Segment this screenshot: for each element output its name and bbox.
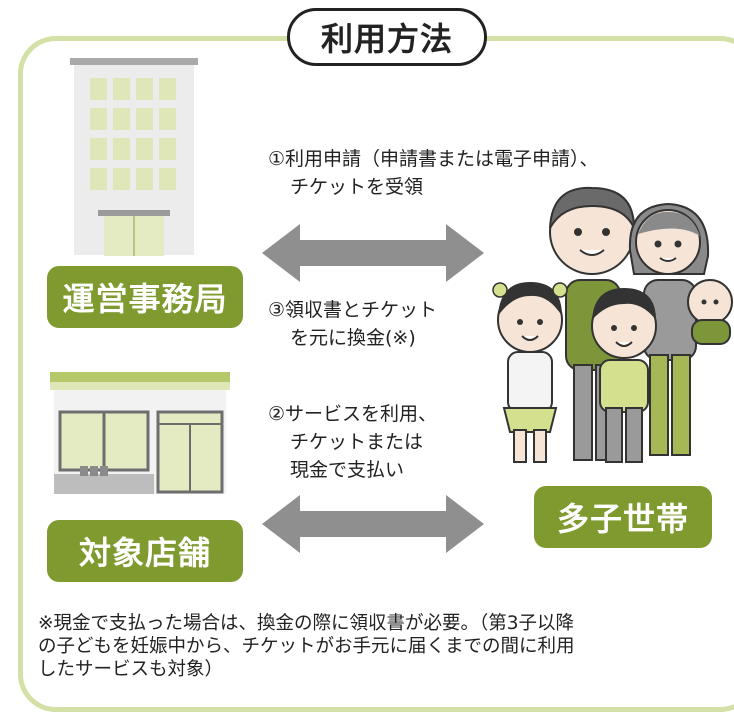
label-office: 運営事務局 bbox=[47, 266, 243, 328]
step2-line2: チケットまたは bbox=[290, 431, 424, 453]
mother-figure bbox=[628, 202, 710, 456]
step3-line1: ③領収書とチケット bbox=[268, 299, 438, 321]
store-icon bbox=[50, 372, 230, 494]
label-family: 多子世帯 bbox=[534, 486, 712, 548]
family-illustration bbox=[492, 186, 733, 463]
label-store: 対象店舗 bbox=[47, 520, 243, 582]
footnote: ※現金で支払った場合は、換金の際に領収書が必要。（第3子以降 の子どもを妊娠中か… bbox=[38, 612, 718, 681]
step2-line3: 現金で支払い bbox=[290, 459, 405, 481]
girl-figure bbox=[492, 282, 568, 463]
step1-line2: チケットを受領 bbox=[290, 176, 424, 198]
baby-figure bbox=[687, 279, 733, 345]
footnote-line3: したサービスも対象） bbox=[38, 659, 224, 680]
double-arrow-bottom-icon bbox=[262, 495, 484, 553]
footnote-line2: の子どもを妊娠中から、チケットがお手元に届くまでの間に利用 bbox=[38, 636, 575, 657]
office-building-icon bbox=[70, 58, 198, 256]
page-title: 利用方法 bbox=[287, 8, 487, 66]
step3-line2: を元に換金(※) bbox=[290, 327, 416, 349]
footnote-line1: ※現金で支払った場合は、換金の際に領収書が必要。（第3子以降 bbox=[38, 613, 575, 634]
step1-line1: ①利用申請（申請書または電子申請）、 bbox=[268, 148, 599, 170]
step2-line1: ②サービスを利用、 bbox=[268, 403, 438, 425]
double-arrow-top-icon bbox=[262, 224, 484, 282]
boy-figure bbox=[591, 288, 657, 463]
